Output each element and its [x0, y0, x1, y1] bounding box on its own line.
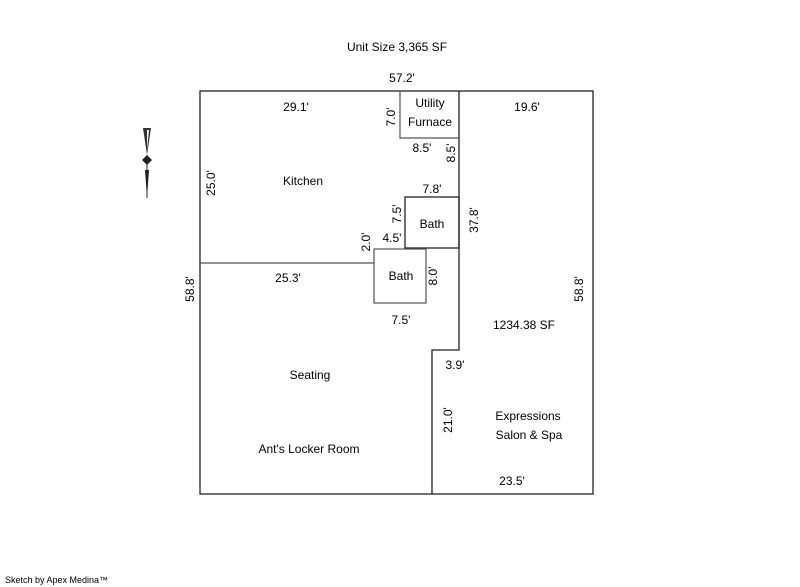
- dim-middle-right: 37.8': [467, 207, 481, 233]
- dim-lower-height: 21.0': [441, 407, 455, 433]
- dim-bath2-bottom: 7.5': [392, 313, 411, 327]
- seating-label: Seating: [290, 368, 331, 382]
- dim-bath-left: 7.5': [390, 205, 404, 224]
- area-label: 1234.38 SF: [493, 318, 555, 332]
- dim-notch-width: 3.9': [446, 358, 465, 372]
- dim-right-total: 58.8': [572, 276, 586, 302]
- dim-utility-height: 7.0': [384, 108, 398, 127]
- bath-lower-label: Bath: [389, 269, 414, 283]
- sketch-credit: Sketch by Apex Medina™: [5, 575, 108, 585]
- utility-room: [399, 91, 459, 139]
- locker-room-label: Ant's Locker Room: [259, 442, 360, 456]
- bath-lower: [373, 248, 427, 304]
- dim-bath2-right: 8.0': [426, 267, 440, 286]
- north-arrow-icon: [142, 128, 152, 198]
- dim-top-total: 57.2': [389, 71, 415, 85]
- salon-label-2: Salon & Spa: [496, 428, 563, 442]
- furnace-label: Furnace: [408, 115, 452, 129]
- dim-kitchen-bottom: 25.3': [275, 271, 301, 285]
- dim-kitchen-top: 29.1': [283, 100, 309, 114]
- dim-bath-top: 7.8': [423, 182, 442, 196]
- kitchen-label: Kitchen: [283, 174, 323, 188]
- dim-utility-bottom: 8.5': [413, 141, 432, 155]
- dim-right-top: 19.6': [514, 100, 540, 114]
- dim-step-height: 2.0': [359, 233, 373, 252]
- dim-step-width: 4.5': [383, 231, 402, 245]
- dim-bottom-right: 23.5': [499, 474, 525, 488]
- outer-boundary: [199, 90, 594, 495]
- utility-label: Utility: [415, 96, 444, 110]
- bath-upper-label: Bath: [420, 217, 445, 231]
- dim-kitchen-left: 25.0': [204, 170, 218, 196]
- unit-size-title: Unit Size 3,365 SF: [347, 40, 447, 54]
- dim-utility-right: 8.5': [444, 144, 458, 163]
- bath-upper: [404, 196, 460, 249]
- dim-left-total: 58.8': [183, 276, 197, 302]
- salon-label-1: Expressions: [495, 409, 560, 423]
